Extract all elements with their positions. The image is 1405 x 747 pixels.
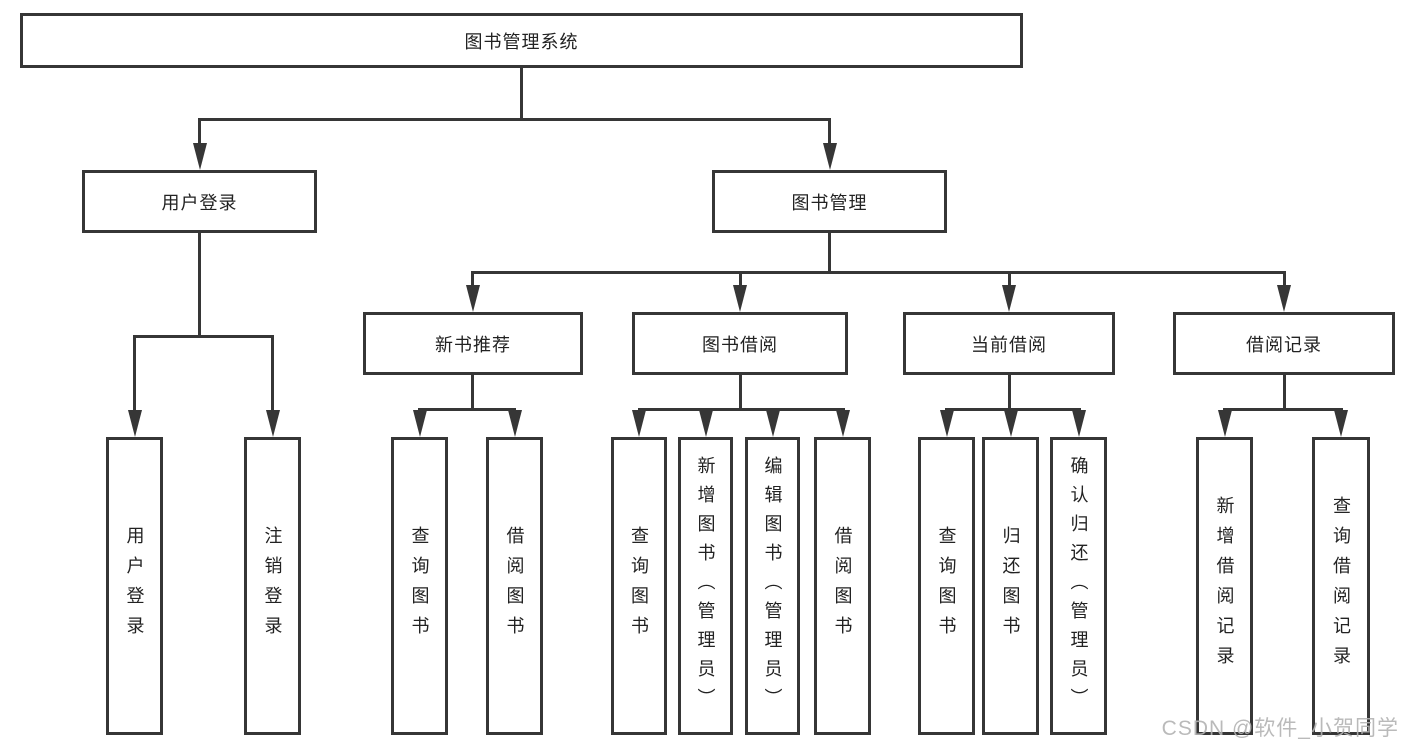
arrow-book-borrow-leaf-3 — [765, 410, 780, 437]
leaf-current-borrow-query: 查询图书 — [918, 437, 975, 735]
leaf-book-borrow-add-label: 新增图书（管理员） — [695, 455, 716, 717]
leaf-logout: 注销登录 — [244, 437, 301, 735]
arrow-to-current-borrow — [1002, 285, 1016, 312]
leaf-book-borrow-borrow: 借阅图书 — [814, 437, 871, 735]
node-current-borrow: 当前借阅 — [903, 312, 1115, 375]
connector-new-books-stem — [471, 375, 474, 410]
leaf-add-borrow-record-label: 新增借阅记录 — [1214, 496, 1235, 676]
connector-current-borrow-stem — [1007, 375, 1011, 410]
leaf-book-borrow-borrow-label: 借阅图书 — [832, 526, 853, 646]
arrow-to-book-borrow — [733, 285, 747, 312]
connector-root-rail — [198, 118, 831, 121]
connector-drop-borrow-records — [1282, 271, 1286, 288]
arrow-current-borrow-leaf-1 — [939, 410, 954, 437]
arrow-to-logout-leaf — [265, 410, 280, 437]
connector-drop-current-borrow — [1007, 271, 1011, 288]
leaf-book-borrow-edit-label: 编辑图书（管理员） — [762, 455, 783, 717]
node-borrow-records: 借阅记录 — [1173, 312, 1395, 375]
connector-drop-book-borrow — [738, 271, 742, 288]
node-root: 图书管理系统 — [20, 13, 1023, 68]
arrow-to-user-login — [192, 143, 207, 170]
arrow-to-book-management — [822, 143, 837, 170]
connector-user-login-stem — [198, 233, 201, 337]
arrow-new-books-leaf-1 — [412, 410, 427, 437]
leaf-book-borrow-edit: 编辑图书（管理员） — [745, 437, 800, 735]
connector-drop-login-leaf — [133, 335, 136, 412]
arrow-to-login-leaf — [127, 410, 142, 437]
arrow-book-borrow-leaf-1 — [632, 410, 646, 437]
arrow-book-borrow-leaf-4 — [835, 410, 850, 437]
leaf-new-books-borrow-label: 借阅图书 — [504, 526, 525, 646]
leaf-new-books-borrow: 借阅图书 — [486, 437, 543, 735]
connector-book-management-rail — [471, 271, 1285, 274]
leaf-current-borrow-query-label: 查询图书 — [936, 526, 957, 646]
leaf-new-books-query-label: 查询图书 — [409, 526, 430, 646]
connector-current-borrow-rail — [945, 408, 1081, 411]
node-book-borrow: 图书借阅 — [632, 312, 848, 375]
leaf-logout-label: 注销登录 — [262, 526, 283, 646]
connector-drop-user-login — [198, 118, 201, 146]
connector-drop-logout-leaf — [271, 335, 274, 412]
connector-new-books-rail — [418, 408, 516, 411]
leaf-user-login: 用户登录 — [106, 437, 163, 735]
arrow-book-borrow-leaf-2 — [698, 410, 713, 437]
leaf-book-borrow-add: 新增图书（管理员） — [678, 437, 733, 735]
leaf-return-book-label: 归还图书 — [1000, 526, 1021, 646]
leaf-user-login-label: 用户登录 — [124, 526, 145, 646]
leaf-query-borrow-record-label: 查询借阅记录 — [1331, 496, 1351, 676]
connector-book-borrow-rail — [637, 408, 845, 411]
leaf-confirm-return-label: 确认归还（管理员） — [1068, 455, 1089, 717]
arrow-current-borrow-leaf-2 — [1003, 410, 1018, 437]
leaf-return-book: 归还图书 — [982, 437, 1039, 735]
leaf-book-borrow-query-label: 查询图书 — [629, 526, 649, 646]
connector-root-stem — [520, 68, 523, 120]
arrow-borrow-records-leaf-1 — [1217, 410, 1232, 437]
arrow-to-new-books — [465, 285, 480, 312]
node-book-management: 图书管理 — [712, 170, 947, 233]
connector-book-management-stem — [828, 233, 831, 273]
csdn-watermark: CSDN @软件_小贺同学 — [1161, 717, 1399, 740]
connector-book-borrow-stem — [738, 375, 742, 410]
node-new-books: 新书推荐 — [363, 312, 583, 375]
leaf-query-borrow-record: 查询借阅记录 — [1312, 437, 1370, 735]
leaf-new-books-query: 查询图书 — [391, 437, 448, 735]
arrow-borrow-records-leaf-2 — [1334, 410, 1348, 437]
arrow-new-books-leaf-2 — [507, 410, 522, 437]
connector-user-login-rail — [133, 335, 274, 338]
arrow-current-borrow-leaf-3 — [1071, 410, 1086, 437]
node-user-login: 用户登录 — [82, 170, 317, 233]
leaf-book-borrow-query: 查询图书 — [611, 437, 667, 735]
connector-borrow-records-rail — [1223, 408, 1343, 411]
leaf-add-borrow-record: 新增借阅记录 — [1196, 437, 1253, 735]
arrow-to-borrow-records — [1277, 285, 1291, 312]
connector-drop-new-books — [471, 271, 474, 288]
leaf-confirm-return: 确认归还（管理员） — [1050, 437, 1107, 735]
connector-borrow-records-stem — [1282, 375, 1286, 410]
connector-drop-book-management — [828, 118, 831, 146]
